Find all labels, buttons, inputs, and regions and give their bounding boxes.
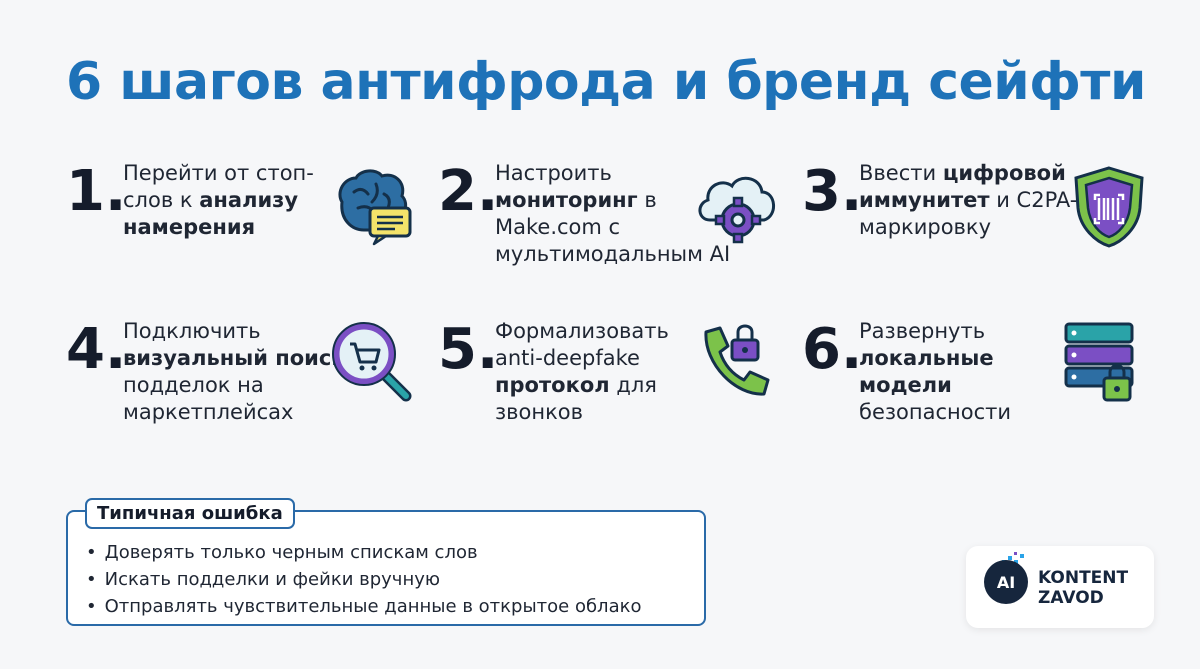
step-text: Подключить визуальный поиск подделок на … <box>123 319 346 424</box>
kontent-zavod-logo: AI KONTENT ZAVOD <box>966 546 1154 628</box>
brand-name: KONTENT ZAVOD <box>1038 568 1129 608</box>
server-lock-icon <box>1060 318 1150 408</box>
step-4: 4. Подключить визуальный поиск подделок … <box>66 318 426 448</box>
typical-mistake-label: Типичная ошибка <box>85 498 295 529</box>
step-number: 2. <box>438 159 499 224</box>
step-3: 3. Ввести цифровой иммунитет и C2PA-марк… <box>802 160 1162 290</box>
ai-badge: AI <box>984 560 1028 604</box>
step-number: 6. <box>802 317 863 382</box>
list-item: Искать подделки и фейки вручную <box>86 566 641 593</box>
mistake-list: Доверять только черным спискам слов Иска… <box>86 539 642 620</box>
step-1: 1. Перейти от стоп-слов к анализу намере… <box>66 160 426 290</box>
page-title: 6 шагов антифрода и бренд сейфти <box>66 52 1146 112</box>
typical-mistake-box: Типичная ошибка Доверять только черным с… <box>66 498 706 626</box>
shield-barcode-icon <box>1064 162 1154 252</box>
step-text: Развернуть локальные модели безопасности <box>859 319 1012 424</box>
step-text: Ввести цифровой иммунитет и C2PA-маркиро… <box>859 161 1078 239</box>
step-text: Перейти от стоп-слов к анализу намерения <box>123 161 314 239</box>
list-item: Доверять только черным спискам слов <box>86 539 641 566</box>
step-2: 2. Настроить мониторинг в Make.com с мул… <box>438 160 798 290</box>
step-number: 5. <box>438 317 499 382</box>
step-number: 3. <box>802 159 863 224</box>
step-text: Настроить мониторинг в Make.com с мульти… <box>495 161 731 266</box>
brain-chat-icon <box>330 164 420 254</box>
list-item: Отправлять чувствительные данные в откры… <box>86 593 642 620</box>
step-number: 1. <box>66 159 127 224</box>
magnifier-cart-icon <box>328 318 418 408</box>
step-number: 4. <box>66 317 127 382</box>
phone-lock-icon <box>692 318 782 408</box>
step-5: 5. Формализовать anti-deepfake протокол … <box>438 318 798 448</box>
cloud-gear-icon <box>692 164 782 254</box>
step-text: Формализовать anti-deepfake протокол для… <box>495 319 669 424</box>
step-6: 6. Развернуть локальные модели безопасно… <box>802 318 1162 448</box>
